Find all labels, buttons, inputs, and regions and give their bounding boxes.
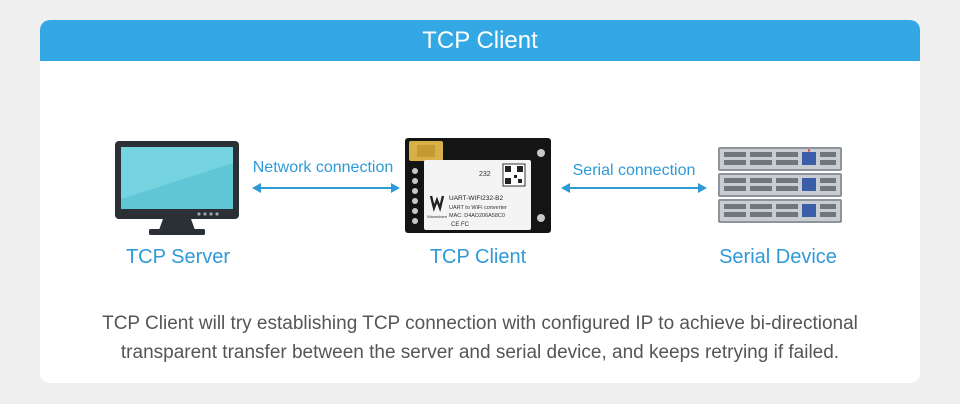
description-line-1: TCP Client will try establishing TCP con… xyxy=(102,313,858,334)
serial-connection-label: Serial connection xyxy=(572,162,696,179)
module-code-text: 232 xyxy=(479,171,491,178)
module-model-text: UART-WIFI232-B2 xyxy=(449,195,503,202)
wifi-module-icon: 232 UART-WIFI232-B2 UART to WiFi convert… xyxy=(405,138,551,233)
description: TCP Client will try establishing TCP con… xyxy=(40,309,920,367)
network-connection-arrow xyxy=(252,183,400,193)
module-brand-text: Waveshare xyxy=(427,214,448,219)
diagram-card: TCP Client Network connection xyxy=(40,20,920,383)
diagram-title: TCP Client xyxy=(422,26,538,54)
serial-device-label: Serial Device xyxy=(719,246,837,268)
module-mac-text: MAC: D4AD206A58C0 xyxy=(449,213,505,219)
module-desc-text: UART to WiFi converter xyxy=(449,205,507,211)
serial-connection-arrow xyxy=(561,183,707,193)
monitor-icon xyxy=(115,141,239,235)
tcp-client-label: TCP Client xyxy=(429,246,527,268)
title-bar: TCP Client xyxy=(40,20,920,61)
tcp-server-label: TCP Server xyxy=(125,246,231,268)
description-line-2: transparent transfer between the server … xyxy=(120,342,840,363)
server-rack-icon xyxy=(718,147,842,223)
module-marks-text: CE FC xyxy=(451,222,470,228)
network-connection-label: Network connection xyxy=(252,159,394,176)
